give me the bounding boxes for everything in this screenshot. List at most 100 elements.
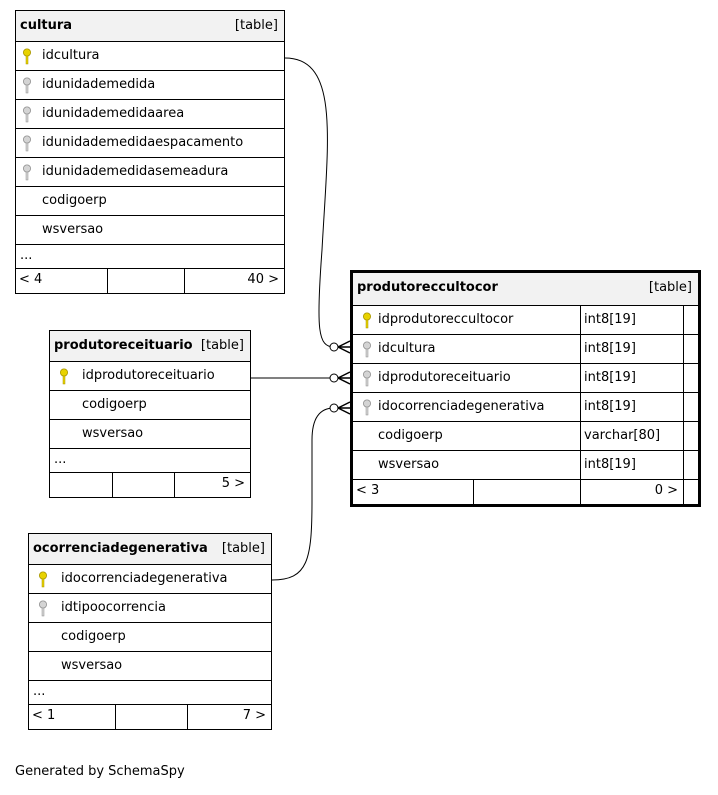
column-row[interactable]: idocorrenciadegenerativa <box>29 565 271 594</box>
column-row[interactable]: codigoerp varchar[80] <box>353 422 698 451</box>
column-row[interactable]: idprodutoreceituario int8[19] <box>353 364 698 393</box>
column-extra <box>683 422 701 451</box>
parents-link[interactable]: < 4 <box>16 269 107 293</box>
column-row[interactable]: idocorrenciadegenerativa int8[19] <box>353 393 698 422</box>
column-row[interactable]: wsversao <box>29 652 271 681</box>
table-kind: [table] <box>648 280 692 295</box>
column-extra <box>683 393 701 422</box>
column-name: codigoerp <box>378 428 443 443</box>
children-link[interactable]: 40 > <box>184 269 284 293</box>
column-name: idunidademedida <box>42 77 156 92</box>
table-header: ocorrenciadegenerativa [table] <box>29 534 271 565</box>
column-row[interactable]: idunidademedida <box>16 71 284 100</box>
more-columns-row: ... <box>29 681 271 705</box>
crowfoot-arrow <box>337 340 351 354</box>
column-row[interactable]: wsversao <box>16 216 284 245</box>
more-columns-row: ... <box>16 245 284 269</box>
column-name: idunidademedidaarea <box>42 106 185 121</box>
table-produtoreceituario[interactable]: produtoreceituario [table] idprodutorece… <box>49 330 251 498</box>
parents-link[interactable] <box>50 473 112 497</box>
parents-link[interactable]: < 3 <box>353 480 473 504</box>
column-name: wsversao <box>82 426 144 441</box>
generated-by-caption[interactable]: Generated by SchemaSpy <box>15 764 185 779</box>
column-type: varchar[80] <box>580 422 683 451</box>
column-row[interactable]: idunidademedidaespacamento <box>16 129 284 158</box>
foreign-key-icon <box>363 341 371 358</box>
column-row[interactable]: wsversao <box>50 420 250 449</box>
column-name: idunidademedidaespacamento <box>42 135 244 150</box>
table-header: cultura [table] <box>16 11 284 42</box>
parents-count: < 4 <box>19 272 43 287</box>
parents-link[interactable]: < 1 <box>29 705 115 729</box>
column-name: idocorrenciadegenerativa <box>61 571 228 586</box>
more-columns-row: ... <box>50 449 250 473</box>
link-ocorrenciadegenerativa-to-produtoreccultocor <box>271 407 335 581</box>
column-row[interactable]: codigoerp <box>50 391 250 420</box>
foreign-key-icon <box>363 370 371 387</box>
column-name: wsversao <box>42 222 104 237</box>
column-name: wsversao <box>378 457 440 472</box>
table-footer: < 4 40 > <box>16 269 284 293</box>
column-name: idcultura <box>378 341 436 356</box>
children-link[interactable]: 0 > <box>580 480 683 504</box>
table-footer: < 3 0 > <box>353 480 698 504</box>
column-row[interactable]: codigoerp <box>29 623 271 652</box>
column-row[interactable]: idunidademedidasemeadura <box>16 158 284 187</box>
primary-key-icon <box>60 368 68 385</box>
children-count: 40 > <box>247 272 279 287</box>
ellipsis: ... <box>54 452 67 467</box>
children-link[interactable]: 7 > <box>187 705 271 729</box>
foreign-key-icon <box>23 164 31 181</box>
column-row[interactable]: idprodutoreceituario <box>50 362 250 391</box>
table-header: produtoreceituario [table] <box>50 331 250 362</box>
column-name: idcultura <box>42 48 100 63</box>
column-name: codigoerp <box>61 629 126 644</box>
footer-spacer <box>473 480 580 504</box>
foreign-key-icon <box>23 135 31 152</box>
table-header: produtoreccultocor [table] <box>353 273 698 306</box>
children-count: 0 > <box>654 483 678 498</box>
column-name: idprodutoreccultocor <box>378 312 514 327</box>
foreign-key-icon <box>363 399 371 416</box>
column-row[interactable]: idprodutoreccultocor int8[19] <box>353 306 698 335</box>
table-produtoreccultocor[interactable]: produtoreccultocor [table] idprodutorecc… <box>350 270 701 507</box>
table-kind: [table] <box>200 338 244 353</box>
column-extra <box>683 306 701 335</box>
cardinality-circle <box>329 373 339 383</box>
cardinality-circle <box>329 342 339 352</box>
ellipsis: ... <box>33 684 46 699</box>
column-name: codigoerp <box>42 193 107 208</box>
crowfoot-arrow <box>337 401 351 415</box>
table-kind: [table] <box>221 541 265 556</box>
table-cultura[interactable]: cultura [table] idcultura idunidademedid… <box>15 10 285 294</box>
ellipsis: ... <box>20 248 33 263</box>
column-type: int8[19] <box>580 364 683 393</box>
column-name: idprodutoreceituario <box>378 370 511 385</box>
column-row[interactable]: codigoerp <box>16 187 284 216</box>
foreign-key-icon <box>23 106 31 123</box>
column-row[interactable]: idtipoocorrencia <box>29 594 271 623</box>
column-row[interactable]: idunidademedidaarea <box>16 100 284 129</box>
column-row[interactable]: idcultura int8[19] <box>353 335 698 364</box>
column-row[interactable]: idcultura <box>16 42 284 71</box>
column-extra <box>683 335 701 364</box>
parents-count: < 1 <box>32 708 56 723</box>
cardinality-circle <box>329 403 339 413</box>
crowfoot-arrow <box>337 371 351 385</box>
column-type: int8[19] <box>580 306 683 335</box>
children-link[interactable]: 5 > <box>174 473 250 497</box>
column-name: idprodutoreceituario <box>82 368 215 383</box>
table-name: cultura <box>20 18 73 33</box>
column-type: int8[19] <box>580 393 683 422</box>
table-footer: 5 > <box>50 473 250 497</box>
column-extra <box>683 364 701 393</box>
column-row[interactable]: wsversao int8[19] <box>353 451 698 480</box>
table-ocorrenciadegenerativa[interactable]: ocorrenciadegenerativa [table] idocorren… <box>28 533 272 730</box>
table-name: ocorrenciadegenerativa <box>33 541 208 556</box>
parents-count: < 3 <box>356 483 380 498</box>
column-extra <box>683 451 701 480</box>
primary-key-icon <box>39 571 47 588</box>
footer-spacer <box>683 480 701 504</box>
primary-key-icon <box>23 48 31 65</box>
